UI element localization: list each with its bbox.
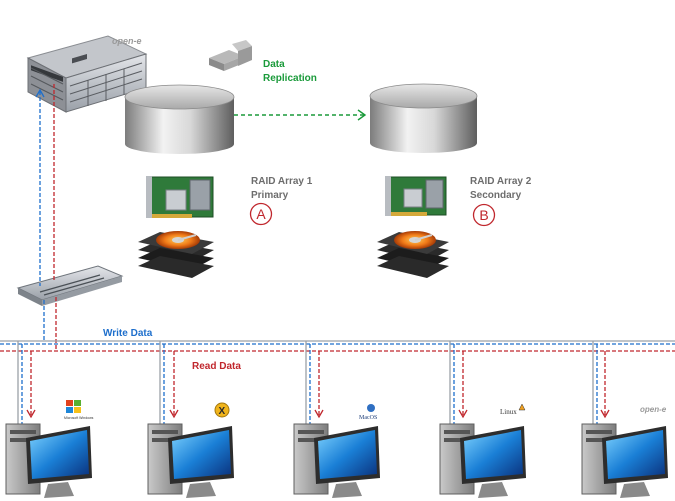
raid-1-marker: A (249, 202, 273, 226)
raid-array-2-volume (369, 83, 478, 153)
write-data-label: Write Data (103, 328, 153, 339)
svg-text:X: X (219, 406, 226, 417)
svg-text:B: B (479, 207, 488, 223)
disk-stack-2 (377, 231, 449, 278)
windows-logo-icon: Microsoft Windows (64, 400, 94, 420)
client-workstation-4 (439, 423, 526, 498)
linux-logo-icon: Linux (500, 403, 526, 416)
disk-stack-1 (138, 231, 214, 278)
raid-controller-1 (146, 176, 214, 218)
client-workstation-5 (581, 423, 668, 498)
svg-text:Microsoft Windows: Microsoft Windows (64, 416, 94, 420)
macos-x-logo-icon: X (214, 402, 230, 418)
storage-brand-logo: open-e (112, 36, 142, 46)
write-data-bus (0, 340, 675, 345)
svg-text:MacOS: MacOS (359, 415, 377, 421)
client-drop-lines (17, 341, 610, 424)
server-uplink (35, 84, 55, 286)
network-switch (16, 265, 124, 306)
storage-server (26, 35, 148, 113)
svg-text:A: A (256, 206, 266, 222)
raid-1-role: Primary (251, 190, 289, 201)
raid-2-marker: B (472, 203, 496, 227)
svg-text:Linux: Linux (500, 408, 517, 416)
raid-controller-2 (385, 176, 447, 216)
client-workstation-2 (147, 423, 234, 498)
macos-logo-icon: MacOS (359, 404, 377, 421)
raid-2-role: Secondary (470, 190, 522, 201)
client-workstation-1 (5, 423, 92, 498)
raid-array-1-volume (124, 84, 235, 154)
raid-1-title: RAID Array 1 (251, 176, 313, 187)
replication-label-line2: Replication (263, 73, 317, 84)
raid-2-title: RAID Array 2 (470, 176, 532, 187)
read-data-label: Read Data (192, 361, 241, 372)
client-workstation-3 (293, 423, 380, 498)
replication-icon (209, 40, 252, 71)
replication-label-line1: Data (263, 59, 285, 70)
open-e-client-logo: open-e (640, 405, 667, 414)
replication-arrow (234, 109, 367, 121)
